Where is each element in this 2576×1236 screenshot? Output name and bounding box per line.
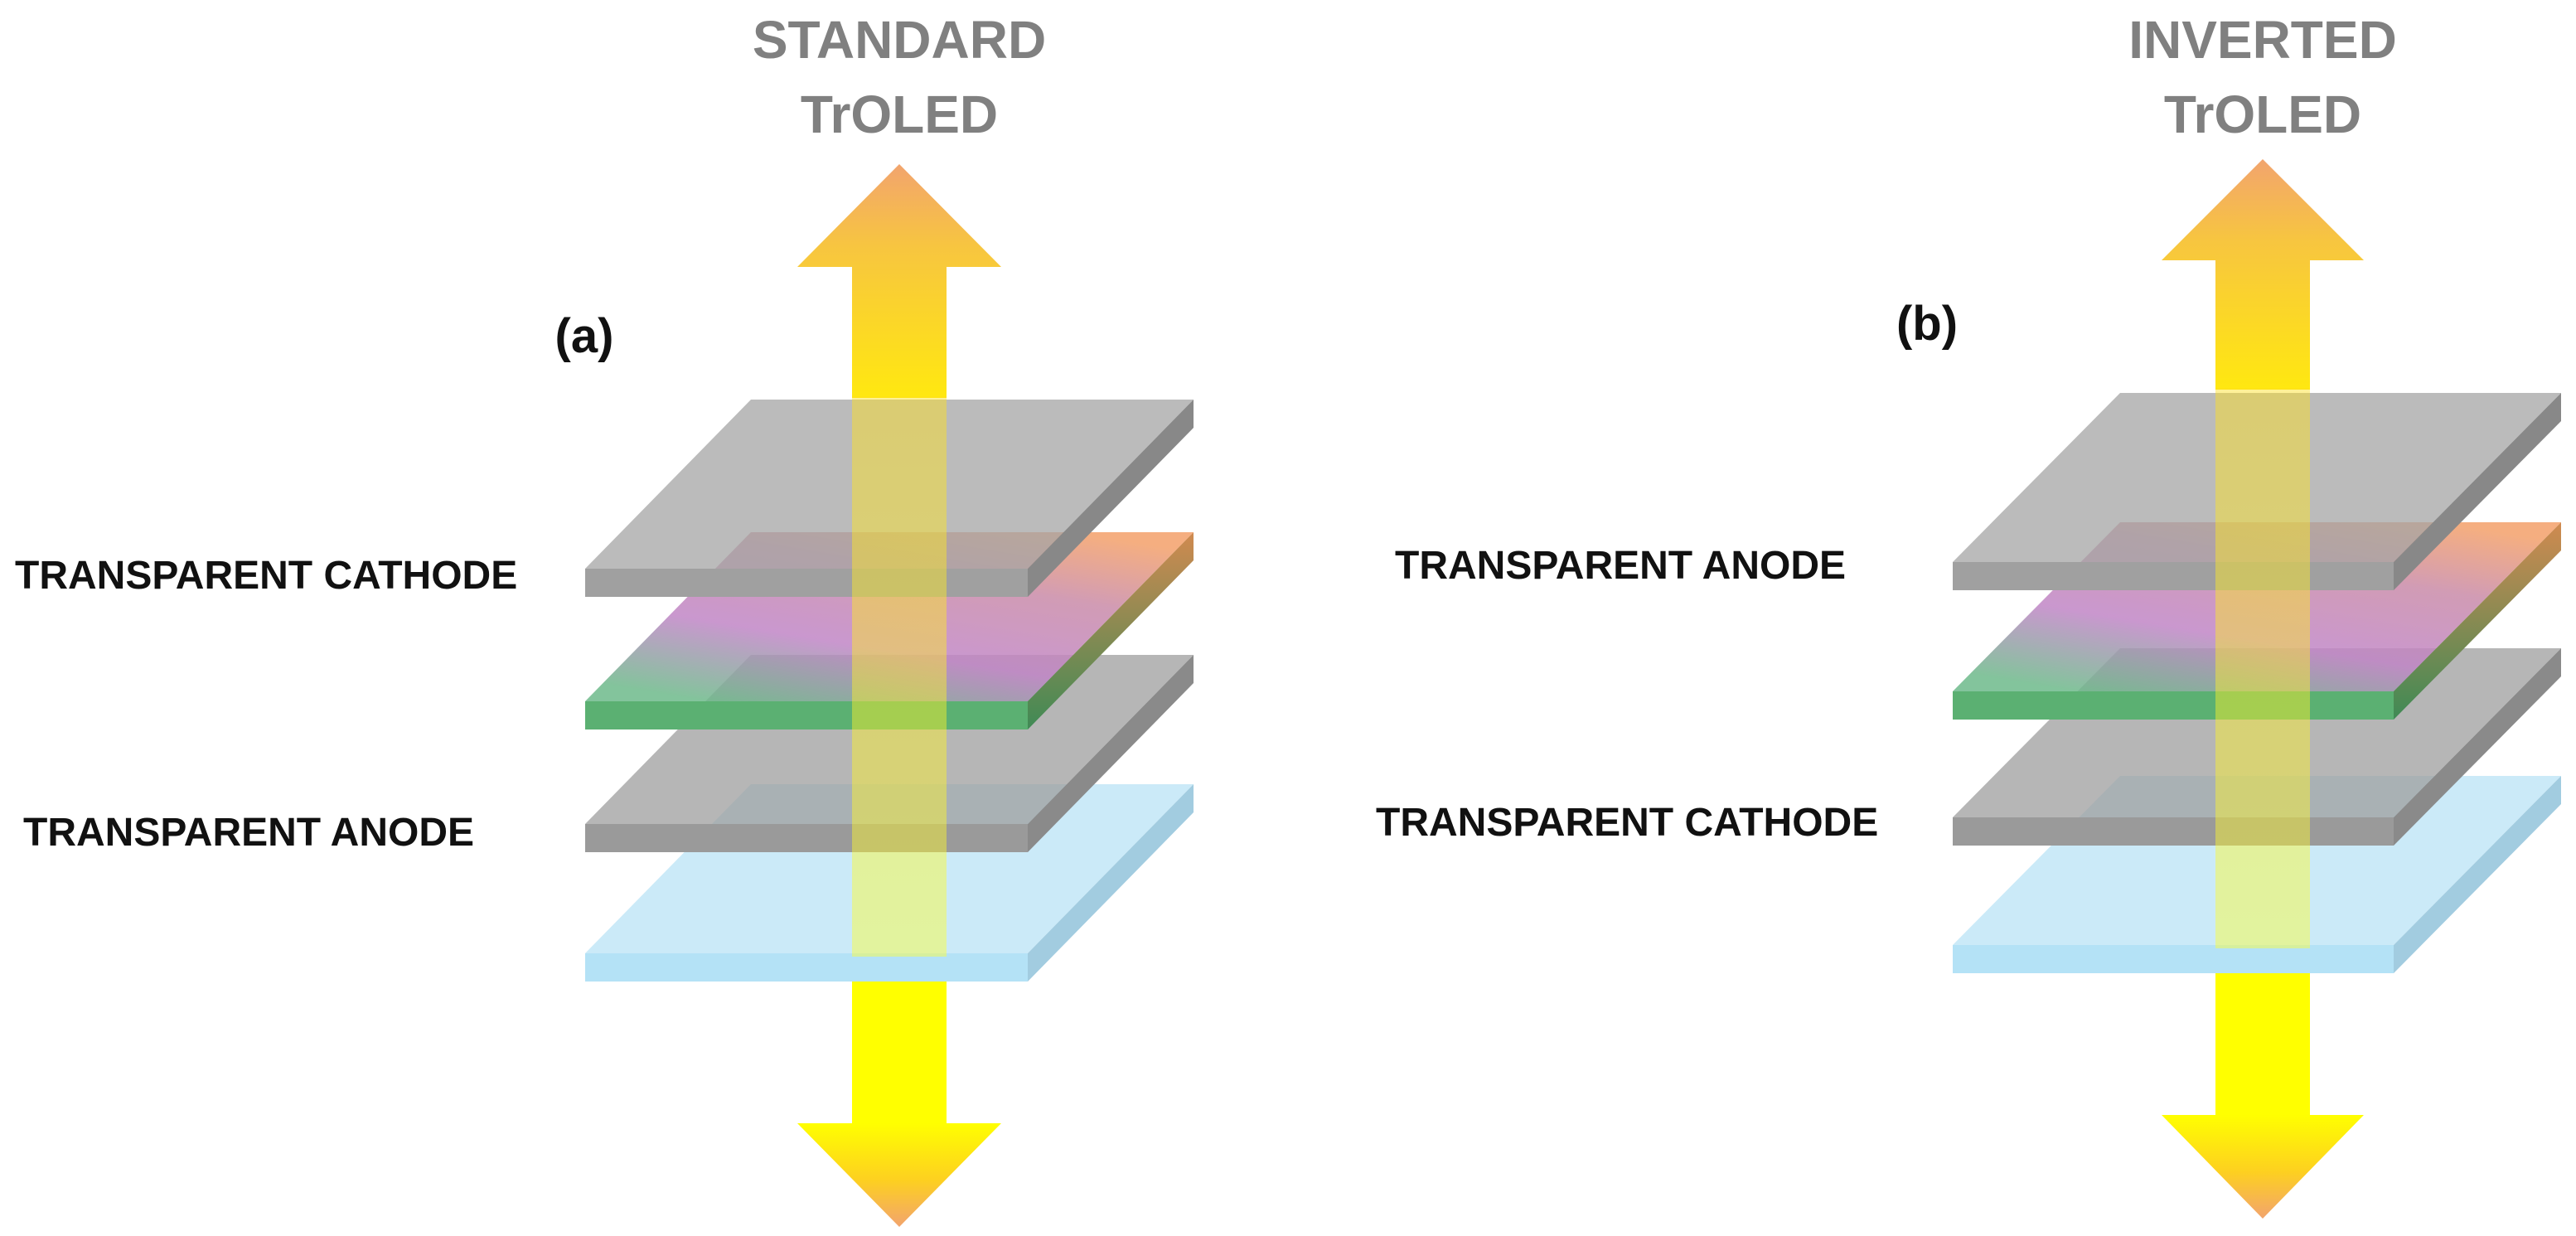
panel-b-title-line2: TrOLED	[2164, 85, 2361, 144]
emission-arrow-down	[2162, 945, 2364, 1219]
emission-arrow-up	[2162, 159, 2364, 390]
panel-a-label: (a)	[555, 309, 614, 363]
panel-b: INVERTED TrOLED (b)	[1376, 10, 2561, 1219]
panel-b-title-line1: INVERTED	[2128, 10, 2397, 70]
panel-b-label: (b)	[1896, 297, 1958, 351]
light-beam	[2215, 388, 2310, 948]
panel-a-title-line1: STANDARD	[753, 10, 1046, 70]
light-beam	[852, 396, 947, 957]
panel-a-bottom-electrode-label: TRANSPARENT ANODE	[23, 811, 474, 855]
emission-arrow-down	[797, 953, 1001, 1227]
panel-b-top-electrode-label: TRANSPARENT ANODE	[1395, 544, 1846, 588]
emission-arrow-up	[797, 164, 1001, 398]
panel-b-bottom-electrode-label: TRANSPARENT CATHODE	[1376, 801, 1878, 845]
panel-a: STANDARD TrOLED (a)	[15, 10, 1194, 1227]
panel-a-top-electrode-label: TRANSPARENT CATHODE	[15, 554, 517, 598]
panel-a-title-line2: TrOLED	[801, 85, 998, 144]
